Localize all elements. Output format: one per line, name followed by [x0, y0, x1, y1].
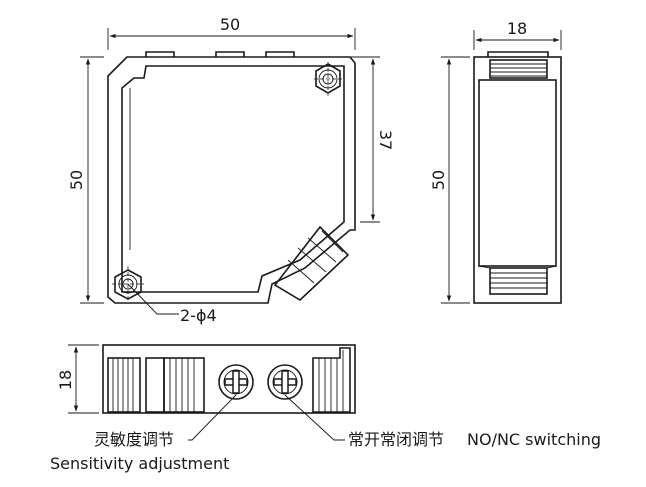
bottom-dimensions: 18 — [56, 344, 99, 414]
side-body-outline — [473, 56, 562, 304]
front-panel-outline — [121, 65, 345, 293]
sensitivity-label-cn: 灵敏度调节 — [94, 430, 174, 449]
hole-spec-label: 2-ϕ4 — [180, 306, 217, 325]
nonc-label-cn: 常开常闭调节 — [348, 430, 444, 449]
bottom-view — [102, 344, 356, 441]
front-view: 2-ϕ4 — [107, 51, 356, 325]
side-width-dim: 18 — [507, 19, 527, 38]
connector-block — [273, 225, 350, 301]
side-view — [473, 51, 562, 304]
mounting-hole-top — [314, 62, 342, 96]
bottom-ribs-left — [107, 357, 141, 413]
front-height-dim: 50 — [67, 170, 86, 190]
top-tab — [265, 51, 295, 57]
bottom-body-outline — [102, 344, 356, 414]
sensitivity-screw-icon — [218, 364, 254, 400]
bottom-ribs-right — [312, 347, 351, 413]
front-upper-height-dim: 37 — [376, 130, 395, 150]
bottom-height-dim: 18 — [56, 370, 75, 390]
front-dimensions: 50 50 37 — [67, 15, 395, 304]
front-body-outline — [107, 56, 356, 304]
sensitivity-leader-line — [188, 394, 237, 441]
nonc-label-en: NO/NC switching — [467, 430, 601, 449]
nonc-screw-icon — [267, 364, 303, 400]
bottom-slot — [145, 357, 165, 413]
front-width-dim: 50 — [220, 15, 240, 34]
sensitivity-label-en: Sensitivity adjustment — [50, 454, 229, 473]
side-dimensions: 18 50 — [429, 19, 562, 304]
side-top-ribs — [489, 59, 548, 79]
top-tab — [145, 51, 175, 57]
nonc-leader-line — [284, 394, 345, 441]
side-window — [478, 79, 557, 267]
bottom-ribs-middle — [163, 357, 205, 413]
side-bottom-ribs — [489, 267, 548, 295]
top-tab — [215, 51, 245, 57]
hole-leader-line — [127, 283, 179, 315]
side-height-dim: 50 — [429, 170, 448, 190]
